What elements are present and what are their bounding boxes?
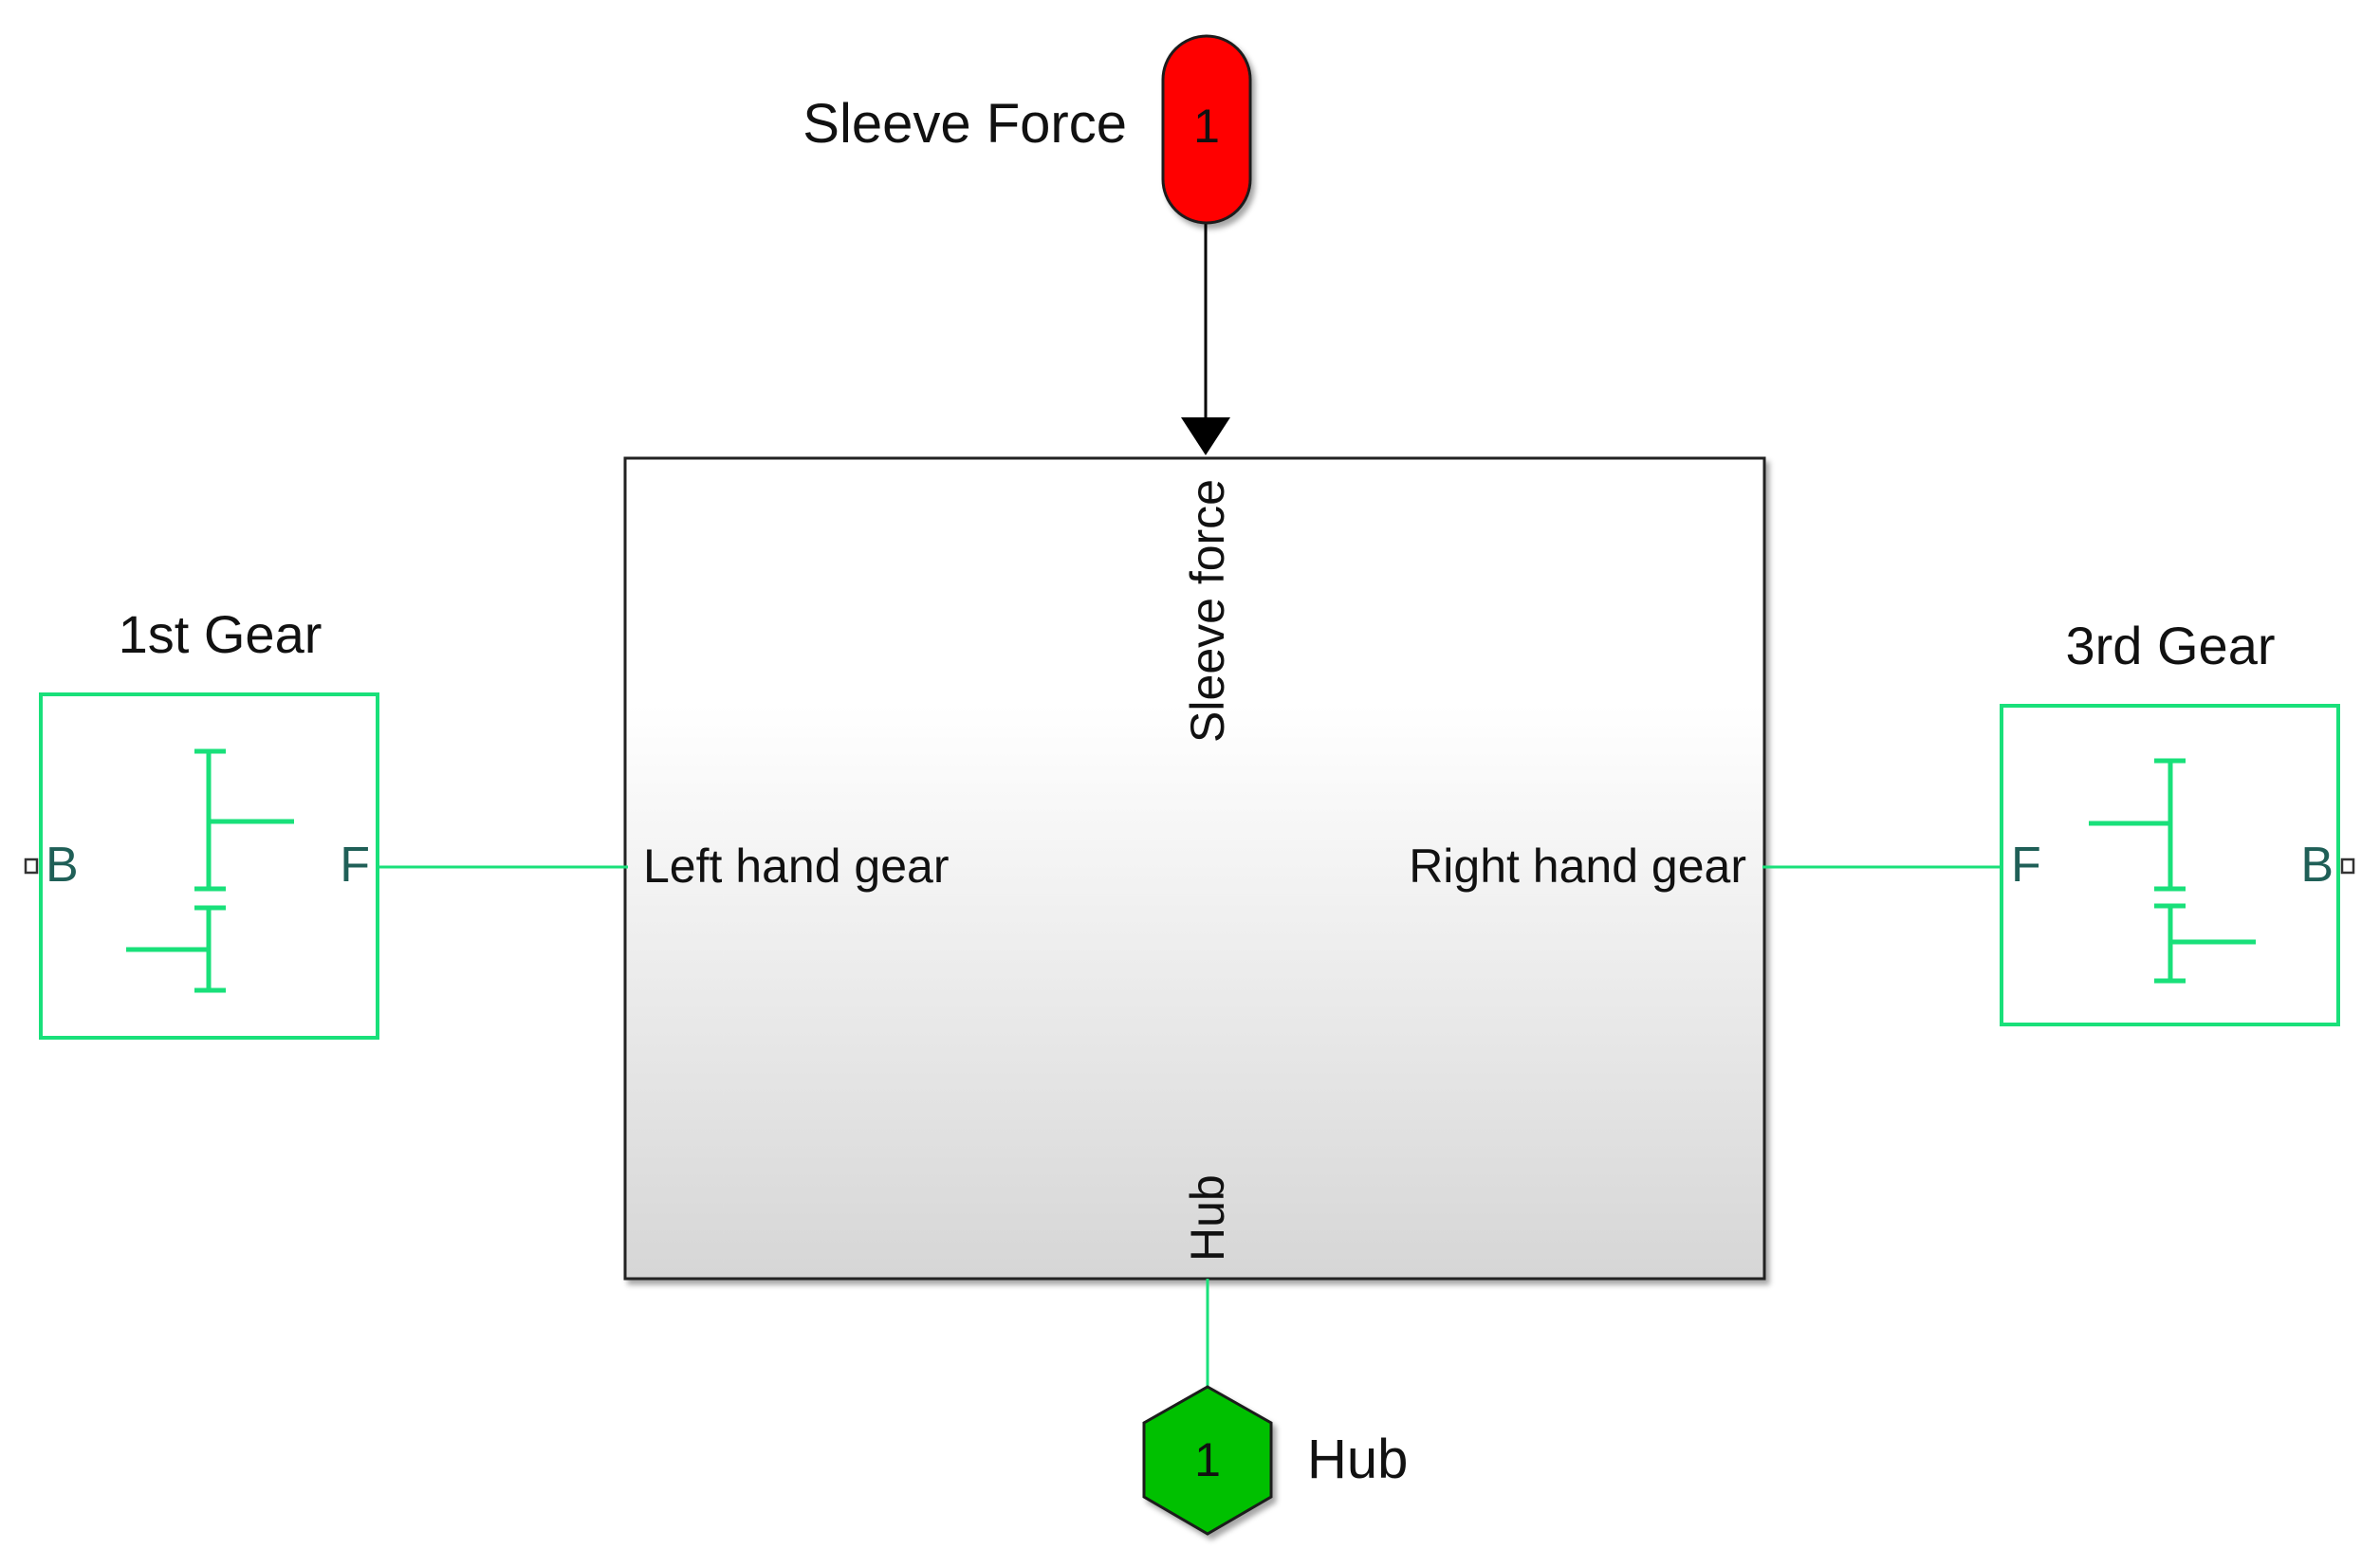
- right-gear-title: 3rd Gear: [2066, 616, 2276, 675]
- left-gear-port-b: B: [46, 838, 79, 893]
- connection-port-label: Hub: [1307, 1429, 1408, 1490]
- right-gear-port-f: F: [2011, 838, 2041, 893]
- clutch-icon: [126, 748, 294, 993]
- left-gear-port-f: F: [340, 838, 370, 893]
- connection-port-hub[interactable]: 1: [1142, 1385, 1273, 1536]
- gear-block-3rd[interactable]: F B: [2000, 704, 2355, 1026]
- synchronizer-subsystem[interactable]: Sleeve force Left hand gear Right hand g…: [623, 456, 1766, 1281]
- inport-number: 1: [1193, 100, 1220, 153]
- port-label-hub: Hub: [1181, 1174, 1234, 1262]
- signal-line-sleeve-force[interactable]: [1181, 223, 1230, 455]
- arrowhead-icon: [1181, 417, 1230, 455]
- port-label-left-hand-gear: Left hand gear: [643, 839, 950, 893]
- port-label-sleeve-force: Sleeve force: [1181, 479, 1234, 743]
- connection-port-number: 1: [1194, 1433, 1221, 1486]
- port-square-icon: [24, 858, 39, 875]
- right-gear-port-b: B: [2300, 838, 2334, 893]
- port-square-icon: [2340, 858, 2355, 875]
- clutch-icon: [2089, 758, 2256, 984]
- inport-sleeve-force[interactable]: 1: [1161, 34, 1252, 225]
- left-gear-title: 1st Gear: [119, 604, 323, 664]
- inport-label: Sleeve Force: [803, 93, 1127, 155]
- gear-block-1st[interactable]: B F: [24, 692, 379, 1040]
- port-label-right-hand-gear: Right hand gear: [1409, 839, 1746, 893]
